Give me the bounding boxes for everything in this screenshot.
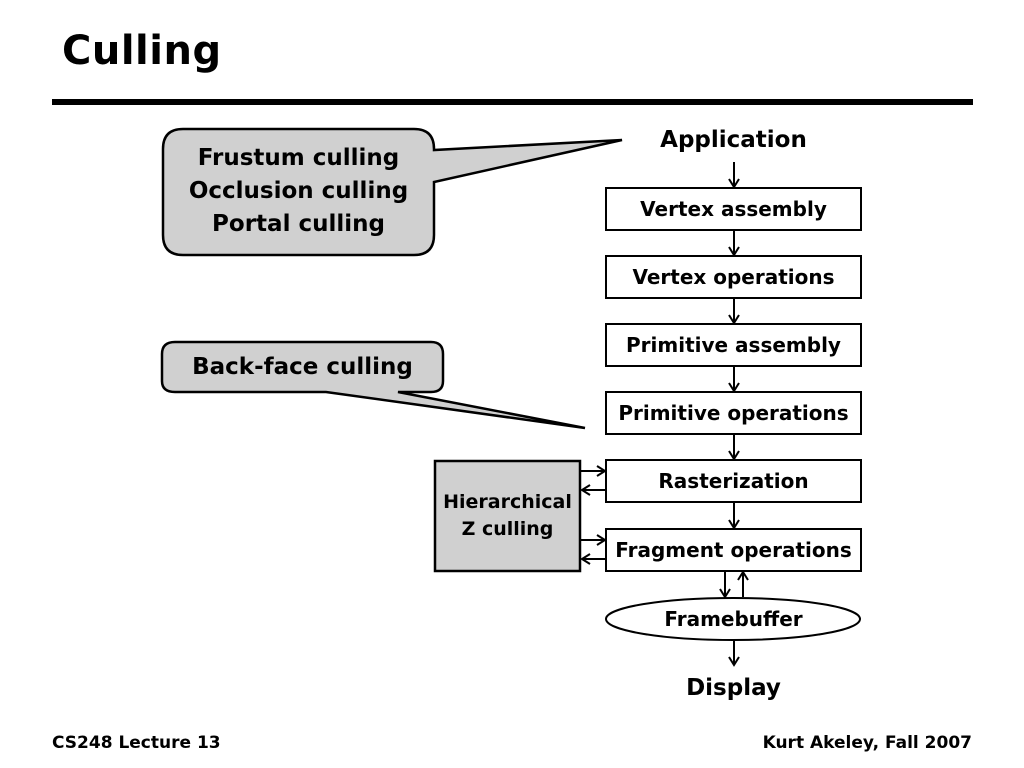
- callout-application-bubble: [161, 127, 623, 257]
- stage-label-primitive-operations: Primitive operations: [618, 401, 849, 425]
- stage-box-vertex-assembly: [605, 187, 862, 231]
- callout-line-frustum: Frustum culling: [197, 145, 400, 171]
- hierarchical-z-box: [433, 459, 582, 573]
- hz-line-1: Hierarchical: [443, 491, 572, 513]
- callout-application-text: Frustum culling Occlusion culling Portal…: [163, 142, 434, 241]
- hz-line-2: Z culling: [461, 518, 554, 540]
- footer-course: CS248 Lecture 13: [52, 733, 221, 753]
- callout-backface-bubble: [160, 340, 586, 430]
- stage-label-fragment-operations: Fragment operations: [615, 538, 852, 562]
- slide-title: Culling: [62, 28, 222, 74]
- stage-box-fragment-operations: [605, 528, 862, 572]
- callout-line-occlusion: Occlusion culling: [188, 178, 409, 204]
- application-label: Application: [660, 127, 807, 153]
- stage-label-vertex-operations: Vertex operations: [632, 265, 835, 289]
- framebuffer-label: Framebuffer: [664, 607, 803, 631]
- callout-line-portal: Portal culling: [212, 211, 385, 237]
- footer-author: Kurt Akeley, Fall 2007: [762, 733, 972, 753]
- stage-box-rasterization: [605, 459, 862, 503]
- hierarchical-z-text: Hierarchical Z culling: [435, 489, 580, 543]
- display-label: Display: [686, 675, 781, 701]
- callout-backface-text: Back-face culling: [192, 354, 413, 380]
- stage-label-primitive-assembly: Primitive assembly: [626, 333, 841, 357]
- stage-label-rasterization: Rasterization: [658, 469, 809, 493]
- stage-label-vertex-assembly: Vertex assembly: [640, 197, 827, 221]
- title-rule: [52, 99, 973, 105]
